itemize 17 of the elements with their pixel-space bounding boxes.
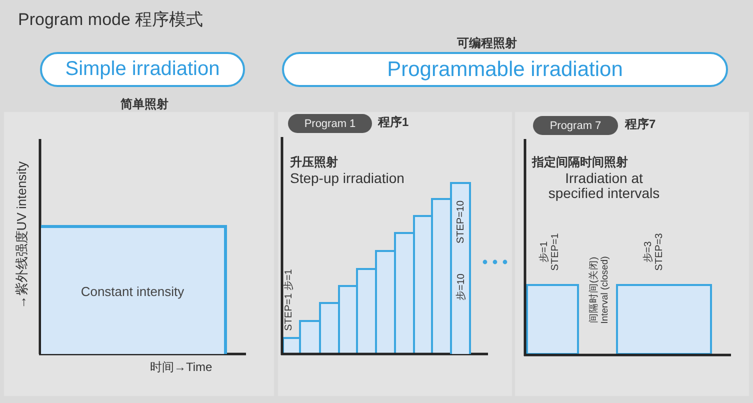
program-name: Program 7: [550, 120, 602, 132]
chinese-caption: 程序7: [625, 116, 657, 133]
block-label: Constant intensity: [80, 284, 184, 298]
step-label: 步=1 STEP=1: [539, 232, 561, 273]
step-label: 步=3 STEP=3: [643, 232, 665, 273]
mode-title: Simple irradiation: [65, 58, 220, 81]
interval-label: 间隔时间(关闭) Interval (closed): [590, 255, 610, 326]
chinese-caption: 程序1: [378, 114, 410, 131]
chart-caption: Irradiation at specified intervals: [547, 171, 661, 201]
chinese-caption: 简单照射: [120, 96, 170, 113]
chart-caption: 指定间隔时间照射: [532, 156, 628, 169]
y-axis-label: →紫外线强度UV intensity: [15, 161, 29, 309]
intensity-block: [41, 225, 227, 354]
chinese-caption: 可编程照射: [456, 35, 518, 52]
diagram-title: Program mode 程序模式: [18, 9, 204, 31]
mode-title: Programmable irradiation: [387, 58, 623, 82]
program-name: Program 1: [304, 118, 356, 130]
